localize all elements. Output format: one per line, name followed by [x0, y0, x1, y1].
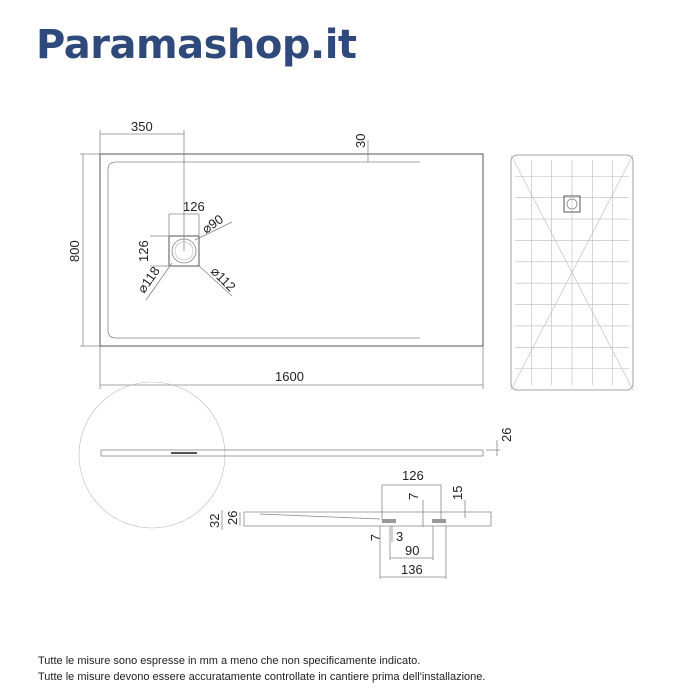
dim-126-width: 126 [183, 199, 205, 214]
dim-side-26: 26 [499, 428, 514, 442]
dim-detail-7-top: 7 [406, 493, 421, 500]
dim-detail-15: 15 [450, 486, 465, 500]
dim-126-depth: 126 [136, 240, 151, 262]
dim-d90: ⌀90 [199, 211, 226, 236]
tray-inner-edge [107, 161, 420, 339]
dim-1600: 1600 [275, 369, 304, 384]
dim-detail-26: 26 [225, 511, 240, 525]
detail-callout-circle [78, 381, 226, 529]
note-measurements-check: Tutte le misure devono essere accuratame… [38, 671, 486, 683]
dim-detail-7-bottom: 7 [368, 534, 383, 541]
drain-section-detail: 126 7 15 32 26 7 3 90 136 [207, 468, 492, 579]
brand-logo: Paramashop.it [36, 22, 357, 68]
dim-800: 800 [67, 240, 82, 262]
dim-detail-136: 136 [401, 562, 423, 577]
dim-d112: ⌀112 [208, 264, 239, 295]
underside-view [510, 154, 634, 391]
dim-detail-32: 32 [207, 514, 222, 528]
dim-30: 30 [353, 134, 368, 148]
dim-detail-90: 90 [405, 543, 419, 558]
dim-350: 350 [131, 119, 153, 134]
note-measurements-unit: Tutte le misure sono espresse in mm a me… [38, 655, 421, 667]
tray-outline [99, 153, 484, 347]
top-view: 350 30 800 1600 126 126 ⌀90 [67, 119, 484, 389]
dim-d118: ⌀118 [134, 264, 163, 296]
dim-detail-3: 3 [396, 529, 403, 544]
dim-detail-126: 126 [402, 468, 424, 483]
side-view: 26 [78, 381, 514, 529]
drain-hole [563, 195, 581, 213]
